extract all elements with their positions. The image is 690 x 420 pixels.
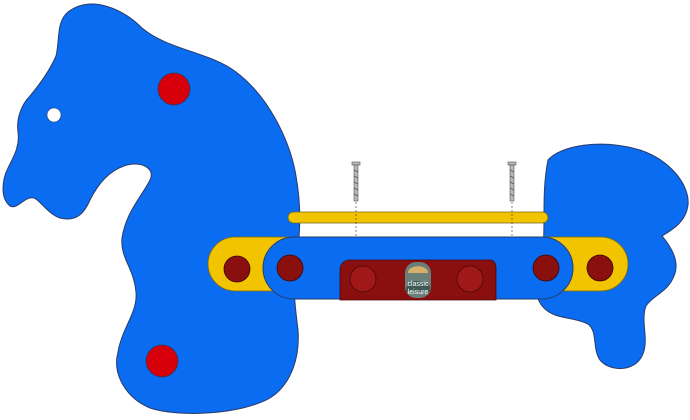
logo-text-line2: leisure	[408, 289, 429, 296]
eye-icon	[46, 107, 62, 123]
logo-text-line1: classic	[407, 281, 429, 288]
bracket-hole-right	[456, 265, 484, 293]
foot-bolt-outer-left	[223, 255, 251, 283]
foot-bolt-outer-right	[586, 254, 614, 282]
handle-bar	[287, 211, 549, 224]
bolt-cap-lower	[145, 344, 179, 378]
foot-bolt-inner-right	[532, 254, 560, 282]
head-neck-shape	[2, 3, 301, 414]
bolt-cap-upper	[157, 72, 191, 106]
bracket-hole-left	[349, 265, 377, 293]
classic-leisure-logo: classic leisure	[405, 262, 431, 298]
foot-bolt-inner-left	[276, 254, 304, 282]
